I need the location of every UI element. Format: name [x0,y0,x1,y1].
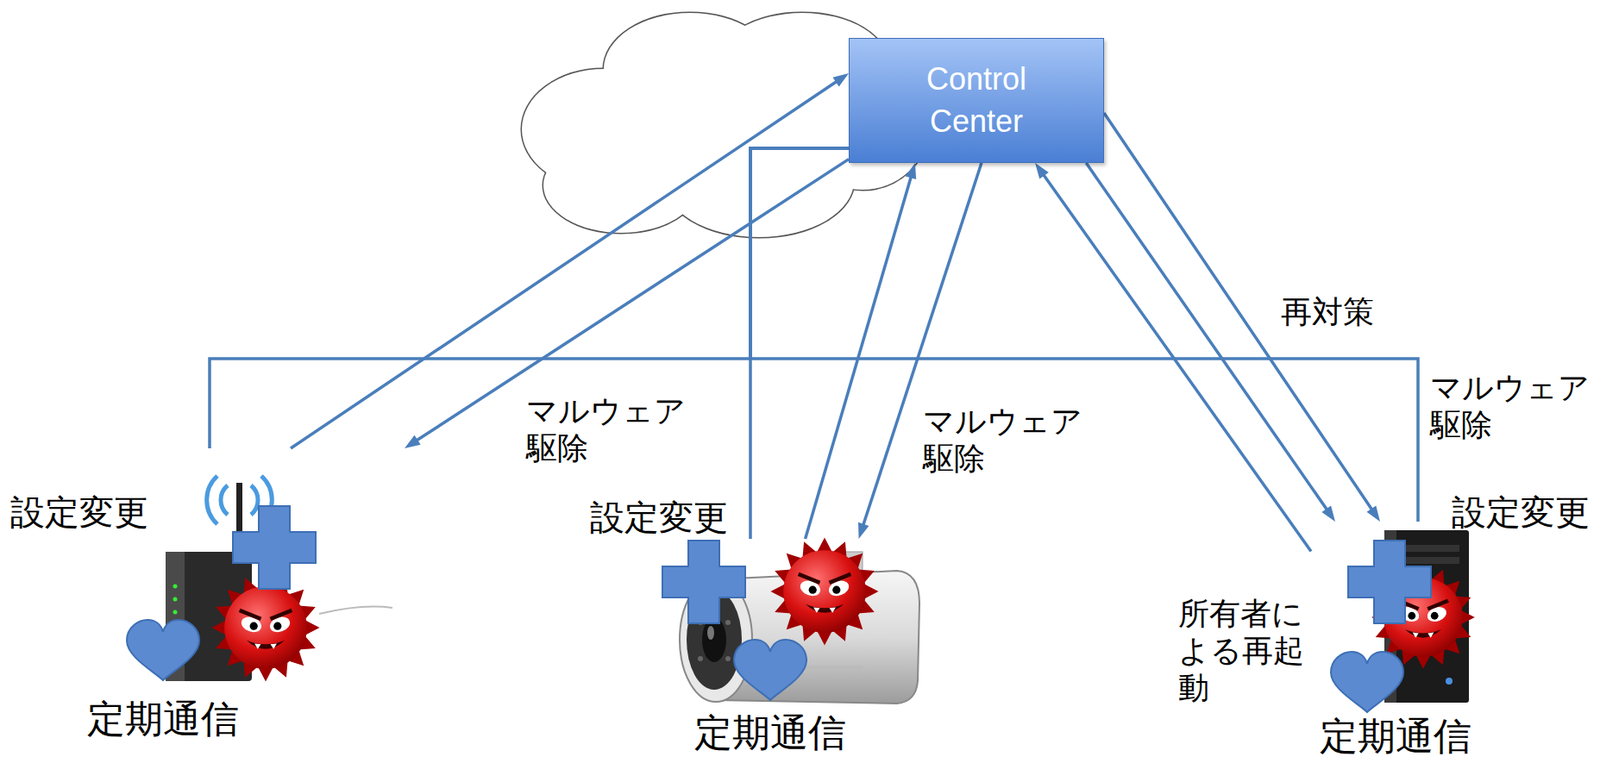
edge-label: マルウェア 駆除 [1430,369,1590,444]
device-caption: 定期通信 [694,712,847,754]
connector [750,148,1419,522]
connector [805,163,917,540]
camera-glint [707,626,715,640]
power-button [1445,677,1453,685]
cross-icon [232,506,316,590]
camera-node: 定期通信 [655,539,923,754]
led [173,610,178,615]
connector-line [750,148,1419,522]
led [173,597,178,603]
edge-label: マルウェア 駆除 [922,402,1083,477]
ir-led [725,620,731,626]
camera-illustration [662,537,920,704]
label-anchor: マルウェア 駆除 [526,392,686,467]
label-anchor: 設定変更 [1451,493,1590,532]
arrowhead [858,522,869,540]
drive-bay [1405,545,1460,553]
setting-change-note: 設定変更 [589,498,728,537]
connector [858,163,982,540]
pc-illustration [1330,530,1475,713]
edge-label: 再対策 [1280,293,1375,331]
label-anchor: マルウェア 駆除 [1430,369,1590,444]
control-center-box: Control Center [848,37,1105,164]
arrowhead [1321,506,1336,522]
device-caption: 定期通信 [1319,715,1472,758]
arrowhead [832,73,849,87]
ir-led [725,656,731,662]
router-node: 定期通信 [81,448,415,741]
arrowhead [404,435,421,449]
heart-icon [126,620,200,681]
connector [1104,112,1381,522]
setting-change-note: 設定変更 [1451,493,1590,532]
label-anchor: マルウェア 駆除 [922,402,1083,477]
connector-line [1085,163,1328,511]
label-anchor: 設定変更 [10,493,149,532]
cross-icon [1348,540,1431,624]
led [173,584,178,590]
owner-reboot-note: 所有者に よる再起 動 [1178,595,1305,708]
pc-node: 定期通信 [1311,521,1484,758]
arrowhead [1367,505,1381,522]
box-title: Control Center [926,58,1027,143]
connector-line [1042,174,1312,552]
heart-icon [1330,652,1404,713]
heart-icon [734,640,807,701]
ir-led [697,656,703,662]
setting-change-note: 設定変更 [10,493,149,532]
connector [750,148,849,540]
label-anchor: 設定変更 [589,498,728,537]
edge-label: マルウェア 駆除 [526,392,686,467]
label-anchor: 所有者に よる再起 動 [1178,595,1305,708]
label-anchor: 再対策 [1280,293,1375,331]
connector [1085,163,1336,522]
cross-icon [662,540,746,624]
malware-icon [211,573,320,682]
device-caption: 定期通信 [87,698,239,741]
malware-icon [770,537,879,646]
connector [290,73,849,449]
cable [319,607,393,615]
arrowhead [1035,163,1049,179]
connector-line [750,148,849,540]
arrowhead [905,163,917,180]
router-illustration [126,476,393,683]
drive-bay [1405,557,1460,565]
